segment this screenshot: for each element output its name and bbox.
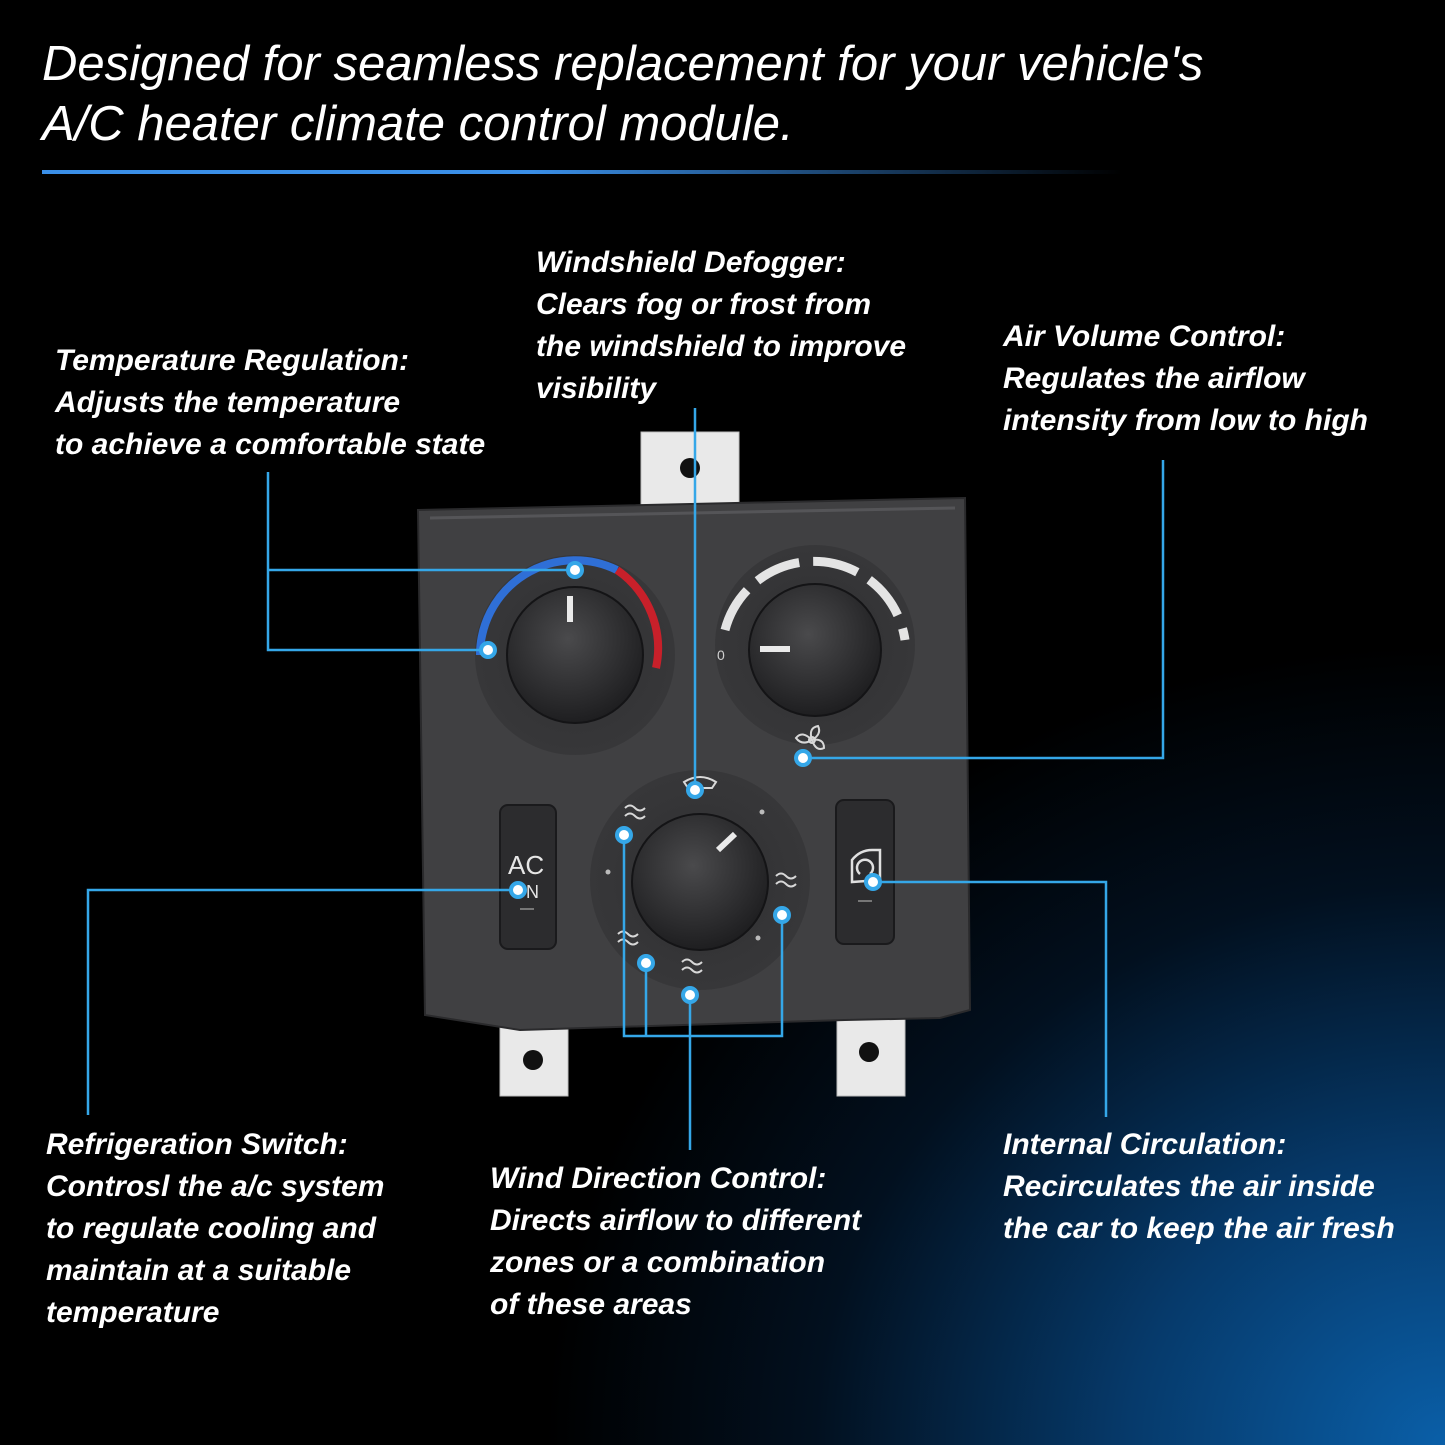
callout-refrigeration-title: Refrigeration Switch: xyxy=(46,1128,348,1161)
callout-refrigeration-line-2: to regulate cooling and xyxy=(46,1212,377,1245)
callout-air-volume-title: Air Volume Control: xyxy=(1003,320,1286,353)
fan-icon xyxy=(794,724,826,750)
headline-underline xyxy=(42,170,1122,174)
airflow-icon-face xyxy=(624,804,646,820)
dot-recirculation xyxy=(864,873,882,891)
callout-windshield-defogger: Windshield Defogger: Clears fog or frost… xyxy=(536,242,906,410)
fan-zero-label: 0 xyxy=(717,647,725,663)
recirculation-icon xyxy=(850,848,882,884)
headline-line-2: A/C heater climate control module. xyxy=(42,97,794,151)
callout-wind-direction-line-2: zones or a combination xyxy=(490,1246,826,1279)
callout-air-volume-control: Air Volume Control: Regulates the airflo… xyxy=(1003,316,1368,442)
ac-button-label-top: AC xyxy=(508,850,544,880)
callout-defogger-line-1: Clears fog or frost from xyxy=(536,288,872,321)
callout-temperature-regulation: Temperature Regulation: Adjusts the temp… xyxy=(55,340,485,466)
callout-dots xyxy=(479,561,882,1004)
headline-line-1: Designed for seamless replacement for yo… xyxy=(42,37,1204,91)
fan-speed-scale xyxy=(720,556,910,641)
fan-speed-knob[interactable] xyxy=(715,545,915,745)
ac-button[interactable]: AC N xyxy=(499,804,557,950)
callout-air-volume-line-1: Regulates the airflow xyxy=(1003,362,1305,395)
callout-air-volume-line-2: intensity from low to high xyxy=(1003,404,1368,437)
temperature-cold-arc xyxy=(476,556,619,656)
dot-ac xyxy=(509,881,527,899)
callout-temperature-line-1: Adjusts the temperature xyxy=(55,386,401,419)
temperature-hot-arc xyxy=(614,566,663,669)
dot-defrost xyxy=(686,781,704,799)
callout-refrigeration-line-1: Controsl the a/c system xyxy=(46,1170,385,1203)
dot-feet-defrost xyxy=(681,986,699,1004)
callout-wind-direction-control: Wind Direction Control: Directs airflow … xyxy=(490,1158,861,1326)
ac-button-label-bottom: N xyxy=(526,882,539,902)
callout-refrigeration-line-3: maintain at a suitable xyxy=(46,1254,352,1287)
wind-direction-knob[interactable] xyxy=(590,770,810,990)
callout-temperature-line-2: to achieve a comfortable state xyxy=(55,428,486,461)
dot-fan xyxy=(794,749,812,767)
dot-temperature-left xyxy=(479,641,497,659)
callout-wind-direction-line-3: of these areas xyxy=(490,1288,692,1321)
dot-temperature-top xyxy=(566,561,584,579)
callout-circulation-title: Internal Circulation: xyxy=(1003,1128,1287,1161)
callout-refrigeration-switch: Refrigeration Switch: Controsl the a/c s… xyxy=(46,1124,384,1334)
dot-feet xyxy=(637,954,655,972)
temperature-knob[interactable] xyxy=(475,555,675,755)
callout-lines xyxy=(86,408,1165,1150)
dot-face xyxy=(615,826,633,844)
airflow-icon-feet-defrost xyxy=(681,958,703,974)
mounting-tab-bottom-right xyxy=(836,1009,906,1097)
headline: Designed for seamless replacement for yo… xyxy=(42,34,1402,154)
callout-circulation-line-1: Recirculates the air inside xyxy=(1003,1170,1375,1203)
defrost-icon xyxy=(682,776,718,789)
recirculation-button[interactable] xyxy=(835,799,895,945)
callout-temperature-title: Temperature Regulation: xyxy=(55,344,409,377)
callout-wind-direction-line-1: Directs airflow to different xyxy=(490,1204,862,1237)
callout-wind-direction-title: Wind Direction Control: xyxy=(490,1162,827,1195)
callout-refrigeration-line-4: temperature xyxy=(46,1296,220,1329)
airflow-icon-face-feet xyxy=(775,872,797,888)
callout-internal-circulation: Internal Circulation: Recirculates the a… xyxy=(1003,1124,1395,1250)
callout-defogger-line-3: visibility xyxy=(536,372,657,405)
dot-face-feet xyxy=(773,906,791,924)
mounting-tab-top xyxy=(640,431,740,511)
airflow-icon-feet xyxy=(617,930,639,946)
callout-defogger-line-2: the windshield to improve xyxy=(536,330,907,363)
callout-defogger-title: Windshield Defogger: xyxy=(536,246,846,279)
callout-circulation-line-2: the car to keep the air fresh xyxy=(1003,1212,1395,1245)
